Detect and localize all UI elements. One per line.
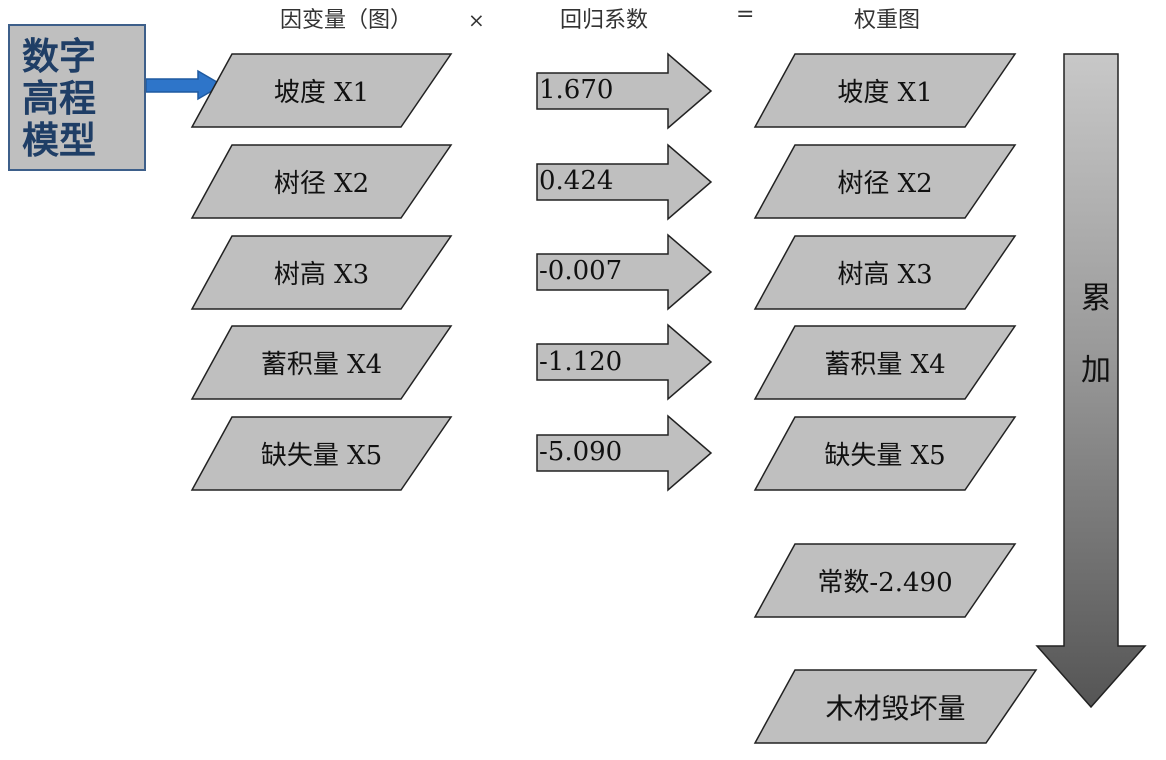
- factor-shape-3: [190, 235, 453, 310]
- header-times-sign: ×: [468, 8, 485, 32]
- coefficient-label-1: 1.670: [539, 75, 614, 105]
- accumulate-char-1: 累: [1081, 281, 1111, 316]
- weight-shape-1: [753, 53, 1017, 128]
- weight-label-3: 树高 X3: [837, 260, 933, 290]
- coefficient-label-3: -0.007: [539, 256, 623, 286]
- dem-line-1: 数字: [22, 35, 96, 78]
- constant-shape: [753, 543, 1017, 618]
- factor-shape-5: [190, 416, 453, 491]
- coefficient-label-4: -1.120: [539, 347, 623, 377]
- coef-arrow-5: [536, 414, 713, 492]
- coef-arrow-4: [536, 323, 713, 401]
- factor-label-2: 树径 X2: [273, 169, 370, 199]
- coef-arrow-3: [536, 233, 713, 311]
- header-coefficients: 回归系数: [560, 8, 649, 33]
- coef-arrow-2: [536, 143, 713, 221]
- weight-label-4: 蓄积量 X4: [824, 350, 946, 380]
- header-equals-sign: =: [736, 2, 755, 27]
- dem-line-2: 高程: [22, 77, 96, 120]
- dem-box: 数字 高程 模型: [8, 24, 146, 171]
- factor-shape-1: [190, 53, 453, 128]
- weight-shape-4: [753, 325, 1017, 400]
- weight-label-1: 坡度 X1: [837, 78, 933, 108]
- accumulate-char-2: 加: [1081, 353, 1111, 388]
- result-shape: [753, 669, 1038, 744]
- dem-line-3: 模型: [22, 119, 96, 162]
- dem-arrow: [145, 69, 224, 101]
- weight-shape-5: [753, 416, 1017, 491]
- result-label: 木材毁坏量: [825, 691, 966, 725]
- constant-label: 常数-2.490: [817, 568, 953, 598]
- factor-label-3: 树高 X3: [273, 260, 370, 290]
- coef-arrow-1: [536, 52, 713, 130]
- header-dependent-variable: 因变量（图）: [280, 8, 413, 33]
- weight-label-5: 缺失量 X5: [824, 441, 946, 471]
- accumulate-arrow: [1035, 53, 1147, 709]
- weight-shape-2: [753, 144, 1017, 219]
- weight-shape-3: [753, 235, 1017, 310]
- factor-shape-4: [190, 325, 453, 400]
- factor-label-1: 坡度 X1: [273, 78, 370, 108]
- header-weights: 权重图: [854, 8, 921, 33]
- factor-label-5: 缺失量 X5: [260, 441, 383, 471]
- factor-shape-2: [190, 144, 453, 219]
- weight-label-2: 树径 X2: [837, 169, 933, 199]
- coefficient-label-5: -5.090: [539, 437, 623, 467]
- factor-label-4: 蓄积量 X4: [260, 350, 383, 380]
- coefficient-label-2: 0.424: [539, 166, 614, 196]
